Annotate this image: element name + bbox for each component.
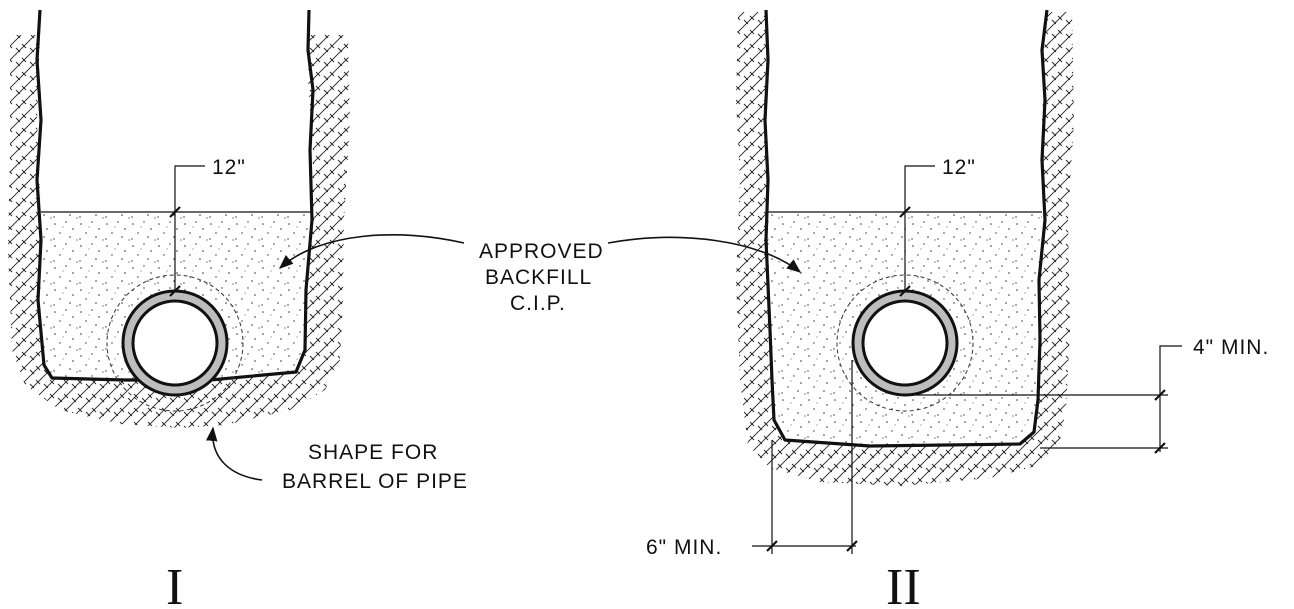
backfill-callout: APPROVED BACKFILL C.I.P. [278,234,802,315]
soil-hatch-right [736,12,1074,486]
dim-label-right-top: 12" [942,156,976,179]
dim-label-4in: 4" MIN. [1193,336,1269,359]
excavation-outline-left [106,274,244,412]
shape-arrow [205,426,263,481]
soil-hatch-left [8,35,350,428]
dim-tick-left-top [169,206,181,218]
excavation-outline-right [836,274,974,412]
dim-tick-6in-right [846,540,858,552]
shape-callout-line1: SHAPE FOR [308,441,438,464]
pipe-bore-right [861,299,949,387]
roman-label-ii: II [886,559,921,609]
dim-tick-6in-left [766,540,778,552]
backfill-line3: C.I.P. [510,292,566,315]
roman-label-i: I [166,559,183,609]
section-ii: 12" 4" MIN. 6" MIN. II [646,9,1269,609]
dim-leader-4in [1159,345,1182,452]
backfill-arrow-left [278,234,465,269]
shape-callout-line2: BARREL OF PIPE [282,470,468,493]
pipe-bore-left [131,299,219,387]
dim-leader-left [174,165,205,291]
trench-wall-right [763,9,1049,448]
backfill-line2: BACKFILL [485,266,592,289]
dim-label-left: 12" [212,156,246,179]
dim-leader-right [904,165,935,291]
dim-tick-4in-bot [1154,442,1166,454]
dim-tick-4in-top [1154,389,1166,401]
dim-tick-right-bot [899,285,911,297]
section-i: 12" SHAPE FOR BARREL OF PIPE I [8,9,468,609]
backfill-line1: APPROVED [479,240,604,263]
dim-label-6in: 6" MIN. [646,536,722,559]
dim-tick-right-top [899,206,911,218]
dim-tick-left-bot [169,285,181,297]
